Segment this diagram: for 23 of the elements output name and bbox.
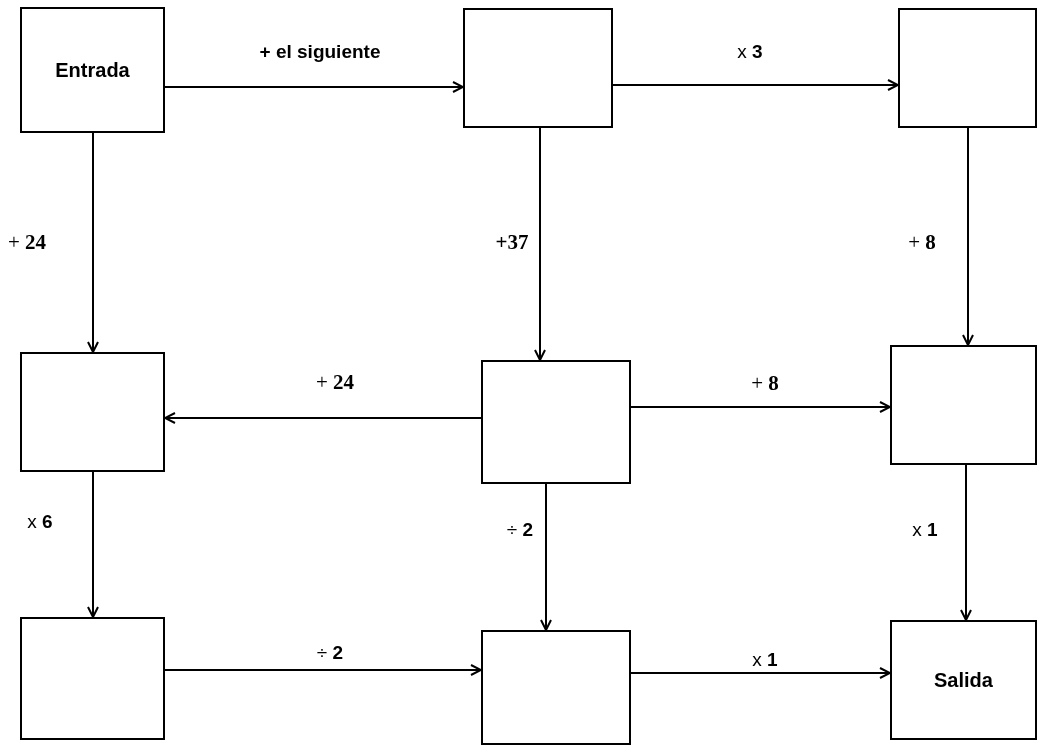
arrow [960, 464, 972, 621]
process-box [463, 8, 613, 128]
arrow [540, 483, 552, 631]
box-label: Entrada [55, 58, 130, 82]
box-label: Salida [934, 668, 993, 692]
process-box [20, 352, 165, 472]
process-box [898, 8, 1037, 128]
arrow [534, 127, 546, 361]
arrow [87, 471, 99, 618]
process-box [20, 617, 165, 740]
arrow [630, 667, 891, 679]
arrow [164, 664, 482, 676]
process-box [890, 345, 1037, 465]
arrow [962, 127, 974, 346]
process-box [481, 630, 631, 745]
process-box [890, 620, 1037, 740]
process-box [481, 360, 631, 484]
arrow [87, 132, 99, 353]
arrow [612, 79, 899, 91]
arrow [630, 401, 891, 413]
arrow [164, 81, 464, 93]
process-box [20, 7, 165, 133]
arrow [164, 412, 482, 424]
